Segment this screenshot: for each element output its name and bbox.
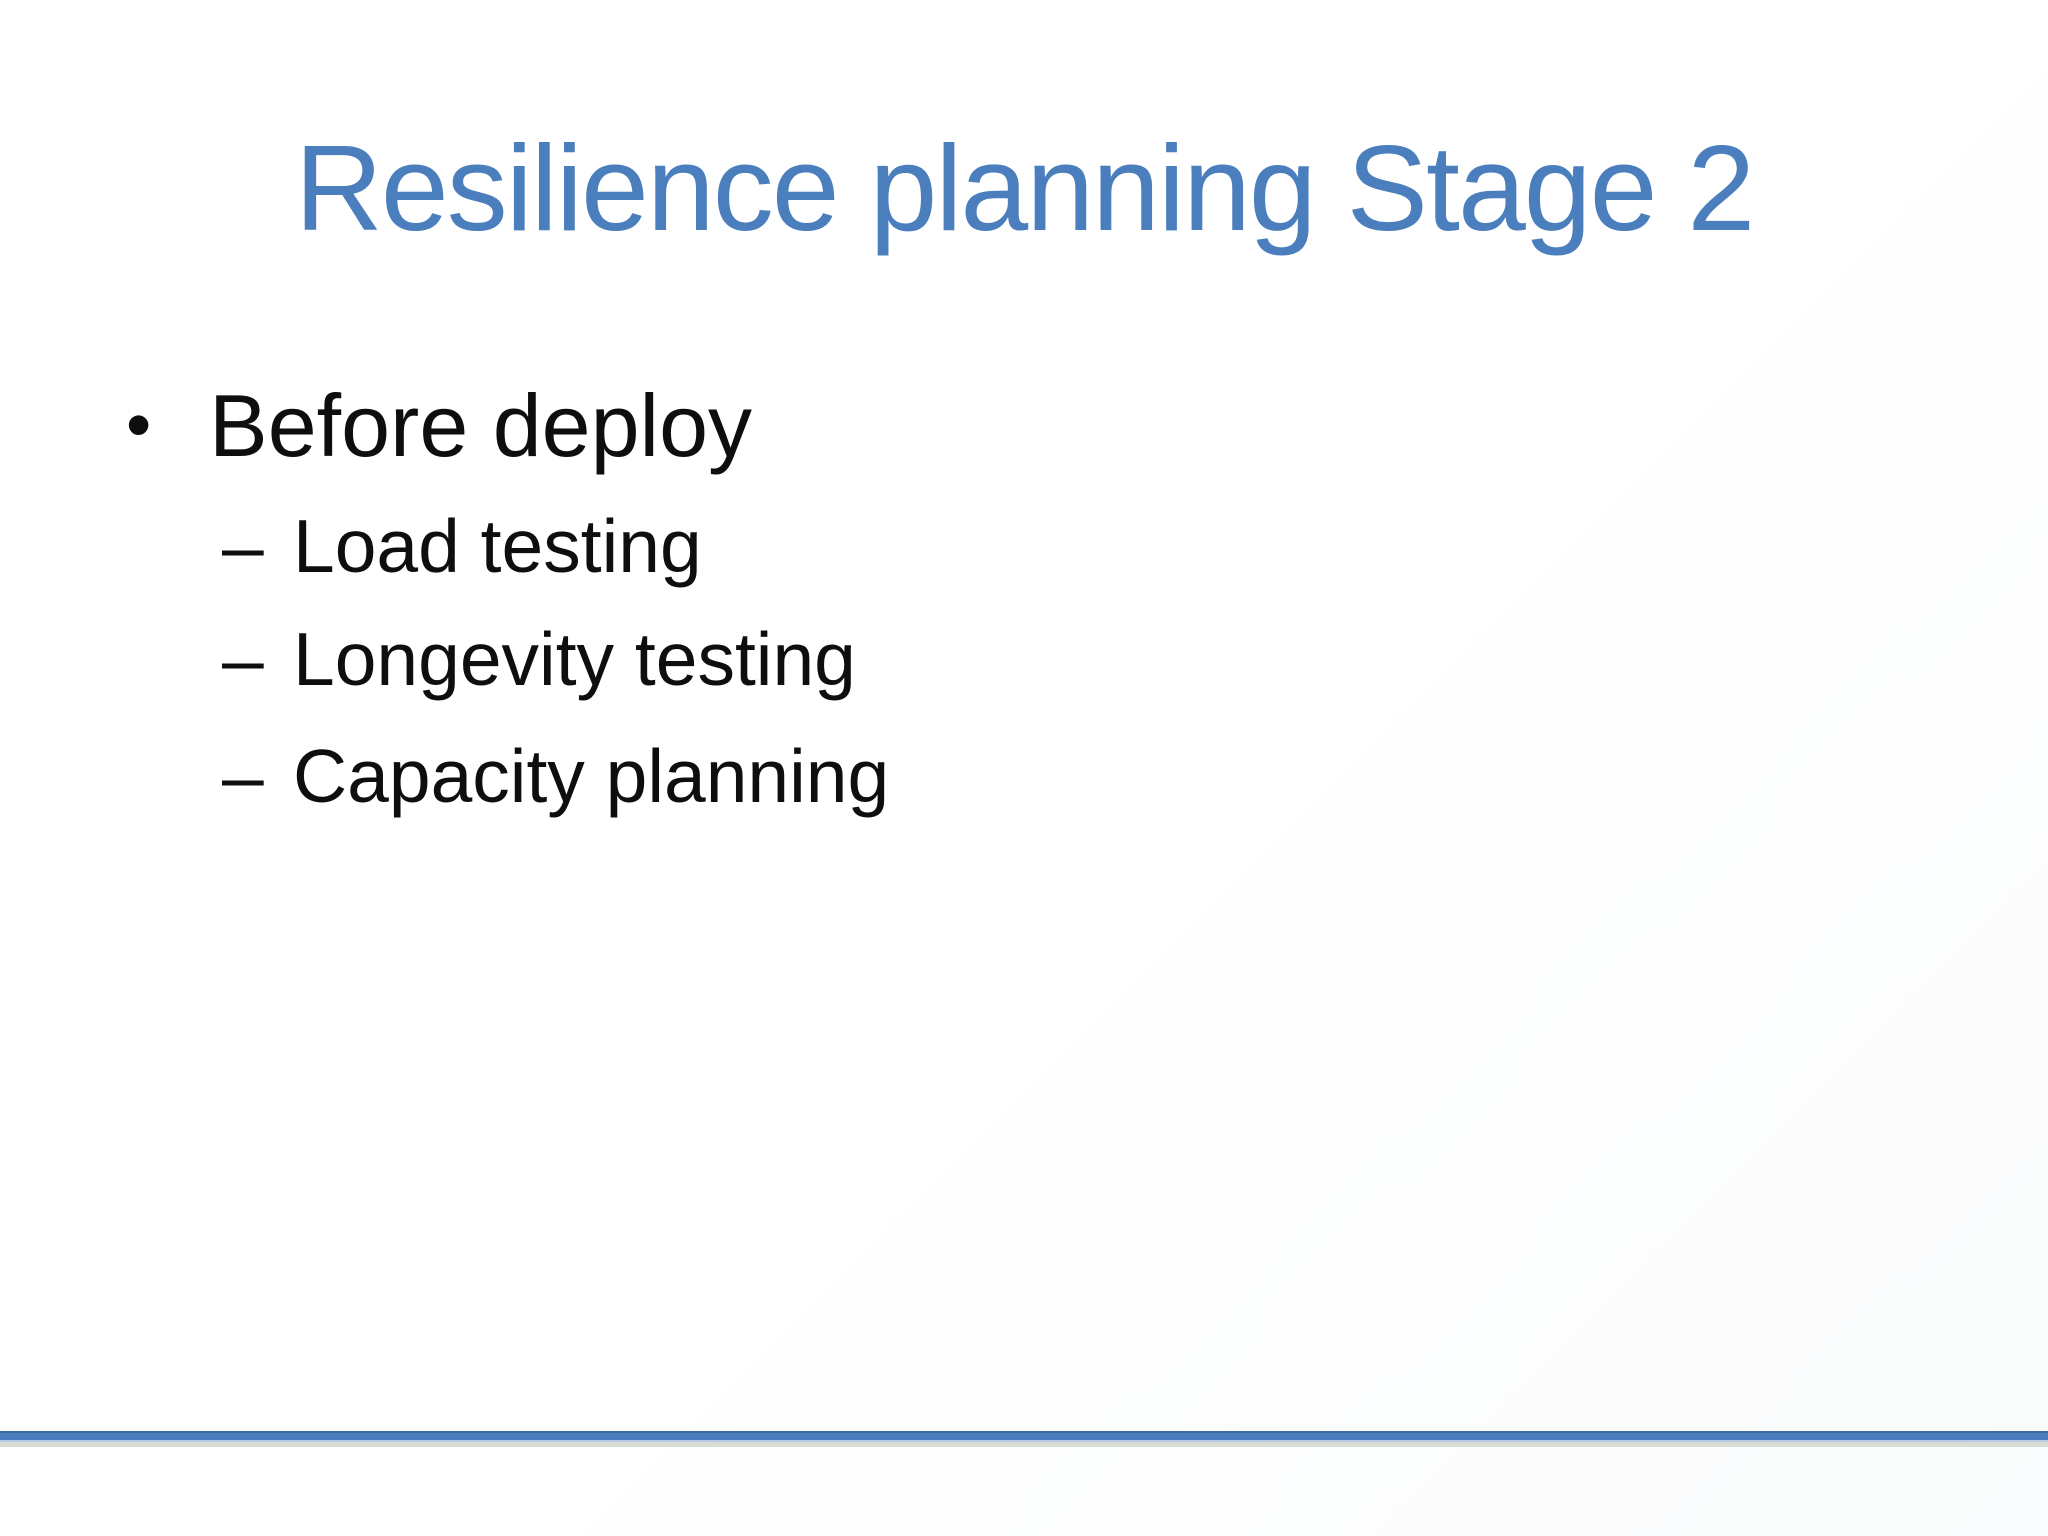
bottom-divider xyxy=(0,1431,2048,1448)
slide-title: Resilience planning Stage 2 xyxy=(294,120,1756,256)
sub-bullet-text: Capacity planning xyxy=(293,734,890,818)
divider-stripe-light-blue xyxy=(0,1440,2048,1442)
divider-stripe-dark-blue xyxy=(0,1431,2048,1433)
sub-bullet-text: Longevity testing xyxy=(293,617,856,701)
bullet-text: Before deploy xyxy=(209,376,753,475)
divider-stripe-gray-green xyxy=(0,1442,2048,1447)
dash-marker: – xyxy=(222,617,264,701)
dash-marker: – xyxy=(222,504,264,588)
sub-bullet-text: Load testing xyxy=(293,504,702,588)
bullet-dot-marker: • xyxy=(126,385,152,465)
dash-marker: – xyxy=(222,734,264,818)
divider-stripe-blue xyxy=(0,1433,2048,1440)
